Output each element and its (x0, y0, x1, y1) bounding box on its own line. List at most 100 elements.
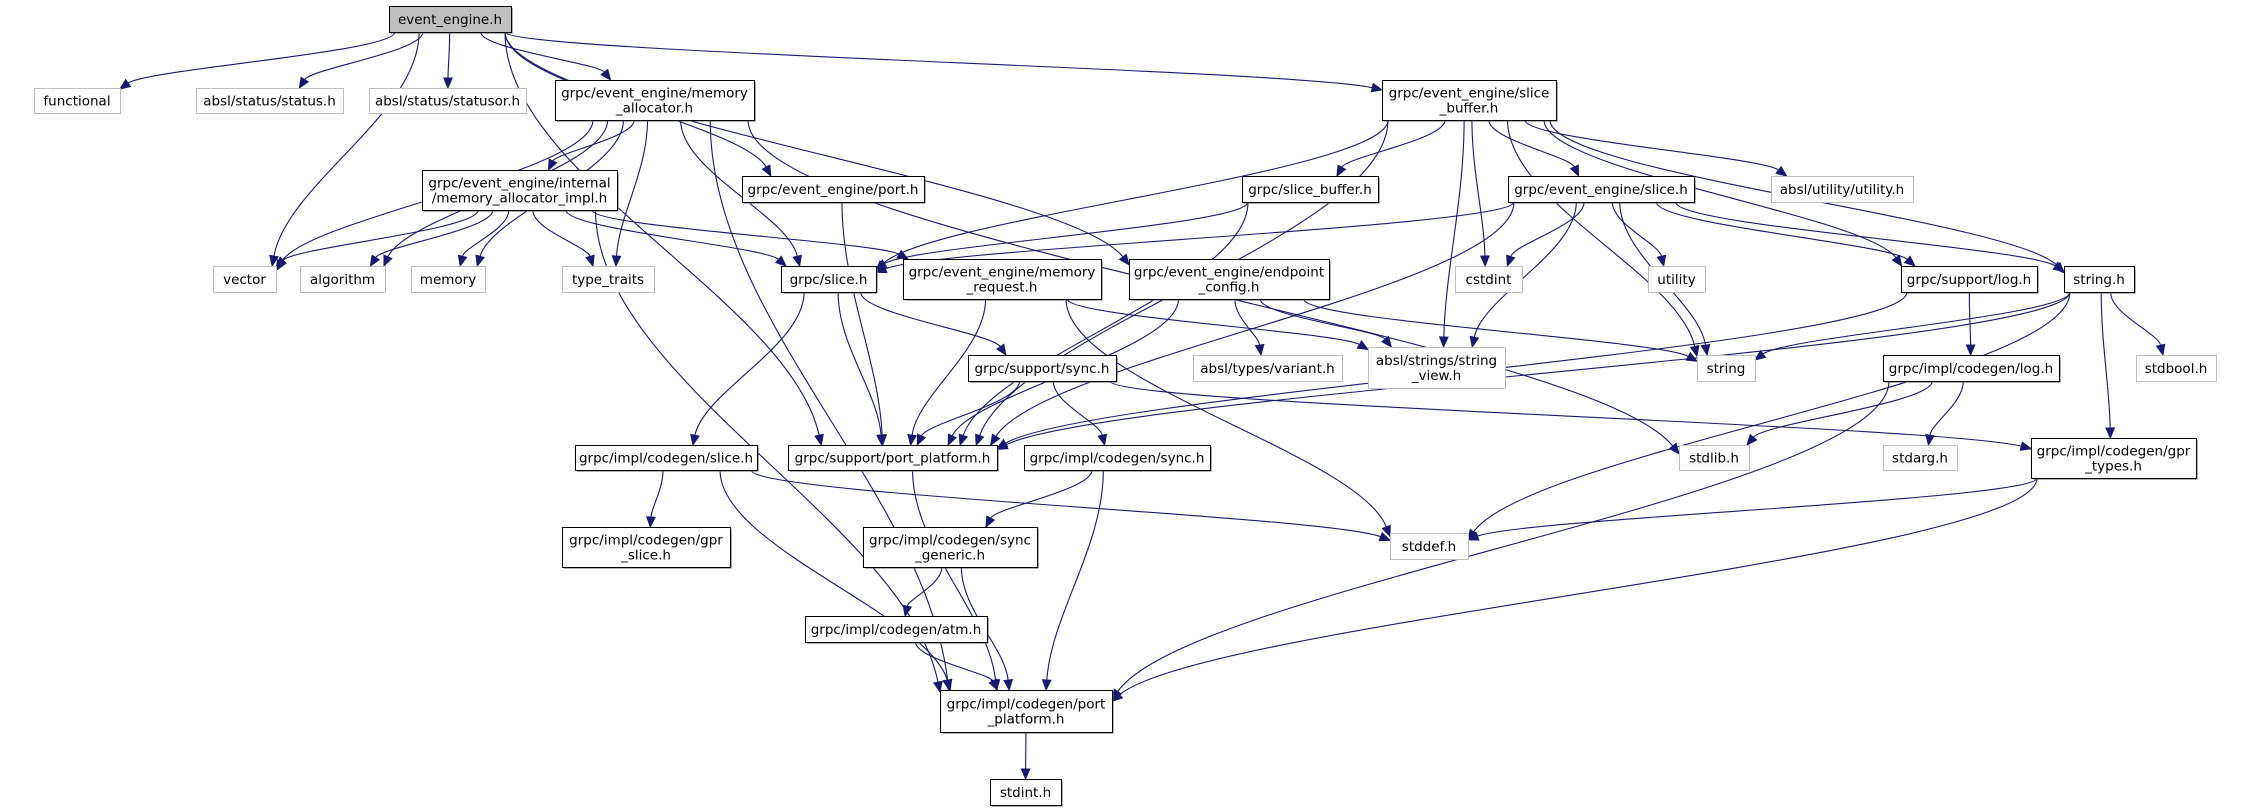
edge-cg_sync-to-cg_port_platform (1041, 469, 1104, 692)
edge-line (532, 209, 591, 257)
node-memalloc_impl[interactable]: grpc/event_engine/internal/memory_alloca… (422, 170, 619, 212)
node-label: _allocator.h (615, 101, 693, 117)
node-cg_port_platform[interactable]: grpc/impl/codegen/port_platform.h (940, 690, 1114, 734)
node-box (1390, 533, 1469, 560)
node-log[interactable]: grpc/support/log.h (1901, 266, 2039, 294)
node-label: type_traits (572, 272, 644, 288)
node-box (1883, 445, 1958, 471)
edge-line (282, 209, 479, 261)
node-memreq[interactable]: grpc/event_engine/memory_request.h (903, 259, 1103, 301)
edge-memalloc_impl-to-slice (565, 209, 787, 267)
edge-line (447, 31, 451, 79)
node-slicebuf[interactable]: grpc/slice_buffer.h (1242, 176, 1380, 204)
node-sync[interactable]: grpc/support/sync.h (968, 355, 1118, 383)
arrowhead-icon (1020, 768, 1031, 781)
node-label: grpc/event_engine/internal (428, 176, 610, 192)
edge-line (1488, 119, 1575, 168)
arrowhead-icon (876, 434, 886, 447)
node-slice_ee[interactable]: grpc/event_engine/slice.h (1508, 176, 1696, 204)
edge-line (1109, 380, 2022, 447)
edge-line (1119, 477, 2038, 696)
node-label: event_engine.h (398, 12, 502, 28)
node-root[interactable]: event_engine.h (389, 6, 513, 34)
node-box (575, 445, 758, 471)
node-label: grpc/event_engine/slice.h (1514, 182, 1688, 198)
node-label: vector (223, 272, 266, 288)
edge-cg_sync-to-sync_generic (985, 469, 1093, 529)
edge-line (1005, 291, 2071, 446)
arrowhead-icon (1965, 344, 1976, 357)
edge-line (694, 291, 805, 436)
node-box (788, 445, 998, 471)
node-slice[interactable]: grpc/slice.h (781, 266, 878, 294)
edge-line (1762, 291, 2071, 355)
edge-slice_ee-to-string_view (1469, 201, 1577, 349)
node-stdarg: stdarg.h (1883, 445, 1958, 471)
node-label: grpc/impl/codegen/sync (869, 533, 1031, 549)
node-gpr_types[interactable]: grpc/impl/codegen/gpr_types.h (2031, 438, 2198, 480)
edge-line (1341, 119, 1446, 168)
node-atm[interactable]: grpc/impl/codegen/atm.h (805, 616, 989, 644)
edge-line (1611, 201, 1663, 257)
arrowhead-icon (118, 78, 132, 90)
edge-line (591, 209, 900, 255)
edge-line (1234, 298, 1261, 346)
node-stdint[interactable]: stdint.h (990, 779, 1063, 807)
node-label: grpc/impl/codegen/log.h (1889, 361, 2053, 377)
node-string_h[interactable]: string.h (2064, 266, 2136, 294)
arrowhead-icon (1118, 253, 1130, 266)
node-slicebuf_ee[interactable]: grpc/event_engine/slice_buffer.h (1382, 80, 1558, 122)
node-cg_slice[interactable]: grpc/impl/codegen/slice.h (575, 445, 759, 472)
arrowhead-icon (1903, 255, 1916, 267)
edge-line (1052, 380, 1103, 436)
node-label: grpc/impl/codegen/gpr (569, 533, 723, 549)
edge-line (920, 380, 1021, 437)
node-memalloc[interactable]: grpc/event_engine/memory_allocator.h (555, 80, 756, 122)
node-cg_sync[interactable]: grpc/impl/codegen/sync.h (1024, 445, 1212, 472)
arrowhead-icon (1479, 255, 1490, 268)
arrowhead-icon (457, 254, 468, 268)
node-cg_log[interactable]: grpc/impl/codegen/log.h (1883, 355, 2061, 383)
arrowhead-icon (990, 433, 1001, 447)
arrowhead-icon (995, 440, 1009, 451)
node-box (1193, 355, 1343, 382)
node-label: stdarg.h (1892, 451, 1948, 467)
node-memory: memory (411, 266, 486, 293)
edge-line (1968, 291, 1972, 346)
node-sync_generic[interactable]: grpc/impl/codegen/sync_generic.h (863, 527, 1039, 569)
arrowhead-icon (1438, 336, 1449, 349)
node-box (742, 176, 925, 203)
node-label: string (1707, 361, 1746, 377)
node-port[interactable]: grpc/event_engine/port.h (742, 176, 926, 204)
edge-cg_slice-to-cg_port_platform (719, 469, 953, 692)
edge-memalloc-to-type_traits (611, 119, 649, 268)
arrowhead-icon (942, 678, 953, 692)
node-endpoint[interactable]: grpc/event_engine/endpoint_config.h (1129, 259, 1331, 301)
node-port_platform[interactable]: grpc/support/port_platform.h (788, 445, 999, 472)
arrowhead-icon (1370, 82, 1384, 93)
arrowhead-icon (792, 254, 803, 268)
edge-sync-to-cg_sync (1052, 380, 1108, 447)
edge-line (1752, 380, 1933, 438)
node-box (1679, 445, 1750, 471)
edge-root-to-status (298, 31, 424, 90)
edge-line (1543, 119, 1897, 259)
arrowhead-icon (2052, 261, 2066, 272)
arrowhead-icon (1111, 690, 1124, 703)
node-box (34, 88, 121, 114)
node-box (1901, 266, 2038, 293)
edge-atm-to-cg_port_platform (914, 641, 998, 692)
arrowhead-icon (585, 254, 595, 268)
edge-root-to-functional (118, 31, 396, 90)
edge-slicebuf_ee-to-string (1507, 119, 1700, 358)
edge-cg_port_platform-to-stdint (1020, 731, 1031, 781)
node-gpr_slice[interactable]: grpc/impl/codegen/gpr_slice.h (562, 527, 732, 569)
node-label: grpc/support/port_platform.h (795, 451, 991, 467)
edge-line (2110, 291, 2162, 346)
edge-line (995, 201, 1515, 437)
node-label: grpc/impl/codegen/port (947, 697, 1106, 713)
edge-line (962, 201, 1249, 436)
node-label: grpc/slice.h (790, 272, 868, 288)
edge-line (615, 119, 649, 257)
node-label: grpc/event_engine/memory (909, 265, 1096, 281)
